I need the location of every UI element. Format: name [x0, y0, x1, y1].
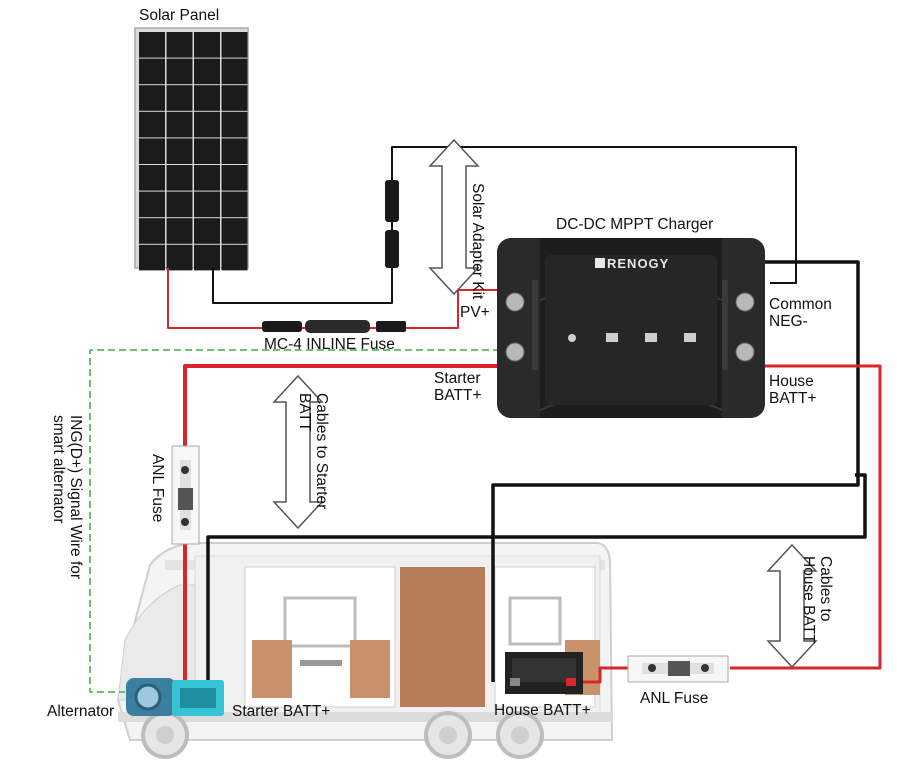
- house-batt-label-2: BATT+: [769, 390, 817, 407]
- house-batt-bottom-label: House BATT+: [494, 702, 591, 719]
- solar-cell: [139, 32, 165, 58]
- solar-cell: [166, 244, 193, 271]
- house-cables-arrow: [766, 543, 818, 669]
- house-battery: [505, 652, 583, 694]
- solar-cell: [221, 165, 248, 191]
- solar-cell: [166, 111, 193, 138]
- rv-body: [116, 542, 614, 759]
- solar-cell: [221, 85, 248, 111]
- common-negative-wire: [491, 260, 860, 682]
- starter-batt-label-1: Starter: [434, 370, 481, 387]
- ing-signal-label: ING(D+) Signal Wire for smart alternator: [50, 415, 84, 580]
- solar-cell: [221, 111, 248, 138]
- anl-fuse-left-label: ANL Fuse: [149, 454, 166, 523]
- common-neg-label-1: Common: [769, 296, 832, 313]
- mc4-connectors: [385, 180, 399, 268]
- solar-cell: [139, 244, 165, 271]
- house-fuse-wire: [578, 666, 628, 684]
- wires: [89, 146, 882, 700]
- ing-signal-wire: [89, 349, 500, 693]
- charger-label: DC-DC MPPT Charger: [556, 216, 714, 233]
- solar-cell: [194, 58, 220, 85]
- house-batt-label-1: House: [769, 373, 814, 390]
- solar-cell: [166, 191, 193, 218]
- solar-cell: [166, 138, 193, 164]
- cables-starter-label: Cables to Starter BATT: [296, 393, 330, 510]
- solar-cell: [194, 85, 220, 111]
- solar-cell: [194, 111, 220, 138]
- solar-cell: [221, 218, 248, 244]
- house-positive-wire: [730, 364, 882, 670]
- solar-cell: [221, 32, 248, 58]
- solar-cell: [139, 218, 165, 244]
- anl-fuse-right-label: ANL Fuse: [640, 690, 709, 707]
- starter-batt-bottom-label: Starter BATT+: [232, 703, 331, 720]
- solar-cell: [194, 191, 220, 218]
- solar-cell: [139, 165, 165, 191]
- solar-cell: [221, 244, 248, 271]
- solar-cell: [139, 58, 165, 85]
- solar-cell: [166, 58, 193, 85]
- solar-cell: [166, 165, 193, 191]
- solar-cell: [139, 85, 165, 111]
- solar-adapter-arrow: [428, 138, 480, 296]
- mc4-inline-fuse: [262, 320, 406, 333]
- anl-fuse-right: [627, 655, 729, 683]
- solar-positive-wire: [167, 268, 500, 329]
- solar-cell: [139, 138, 165, 164]
- solar-cell: [139, 191, 165, 218]
- alternator-label: Alternator: [47, 703, 115, 720]
- solar-cell: [194, 218, 220, 244]
- alternator: [126, 678, 176, 716]
- solar-cell: [194, 32, 220, 58]
- mc4-fuse-label: MC-4 INLINE Fuse: [264, 336, 395, 353]
- solar-cell: [194, 165, 220, 191]
- starter-negative-wire: [206, 473, 867, 700]
- solar-cell: [221, 191, 248, 218]
- starter-positive-wire: [183, 364, 500, 700]
- solar-cell: [139, 111, 165, 138]
- solar-cell: [221, 138, 248, 164]
- starter-batt-label-2: BATT+: [434, 387, 482, 404]
- solar-cell: [194, 138, 220, 164]
- brand-logo: RENOGY: [607, 256, 670, 271]
- anl-fuse-left: [171, 445, 200, 545]
- cables-house-label: Cables to House BATT: [800, 556, 834, 644]
- solar-cell: [194, 244, 220, 271]
- pv-plus-label: PV+: [460, 304, 490, 321]
- solar-adapter-kit-label: Solar Adapter Kit: [469, 183, 486, 300]
- solar-cell: [221, 58, 248, 85]
- solar-negative-wire: [212, 146, 797, 304]
- common-neg-label-2: NEG-: [769, 313, 808, 330]
- solar-cell: [166, 32, 193, 58]
- starter-cables-arrow: [272, 374, 324, 530]
- starter-battery: [172, 680, 224, 716]
- solar-panel: [134, 27, 249, 271]
- dc-dc-charger: [497, 238, 765, 418]
- solar-cell: [166, 85, 193, 111]
- solar-cell: [166, 218, 193, 244]
- solar-panel-label: Solar Panel: [139, 7, 220, 24]
